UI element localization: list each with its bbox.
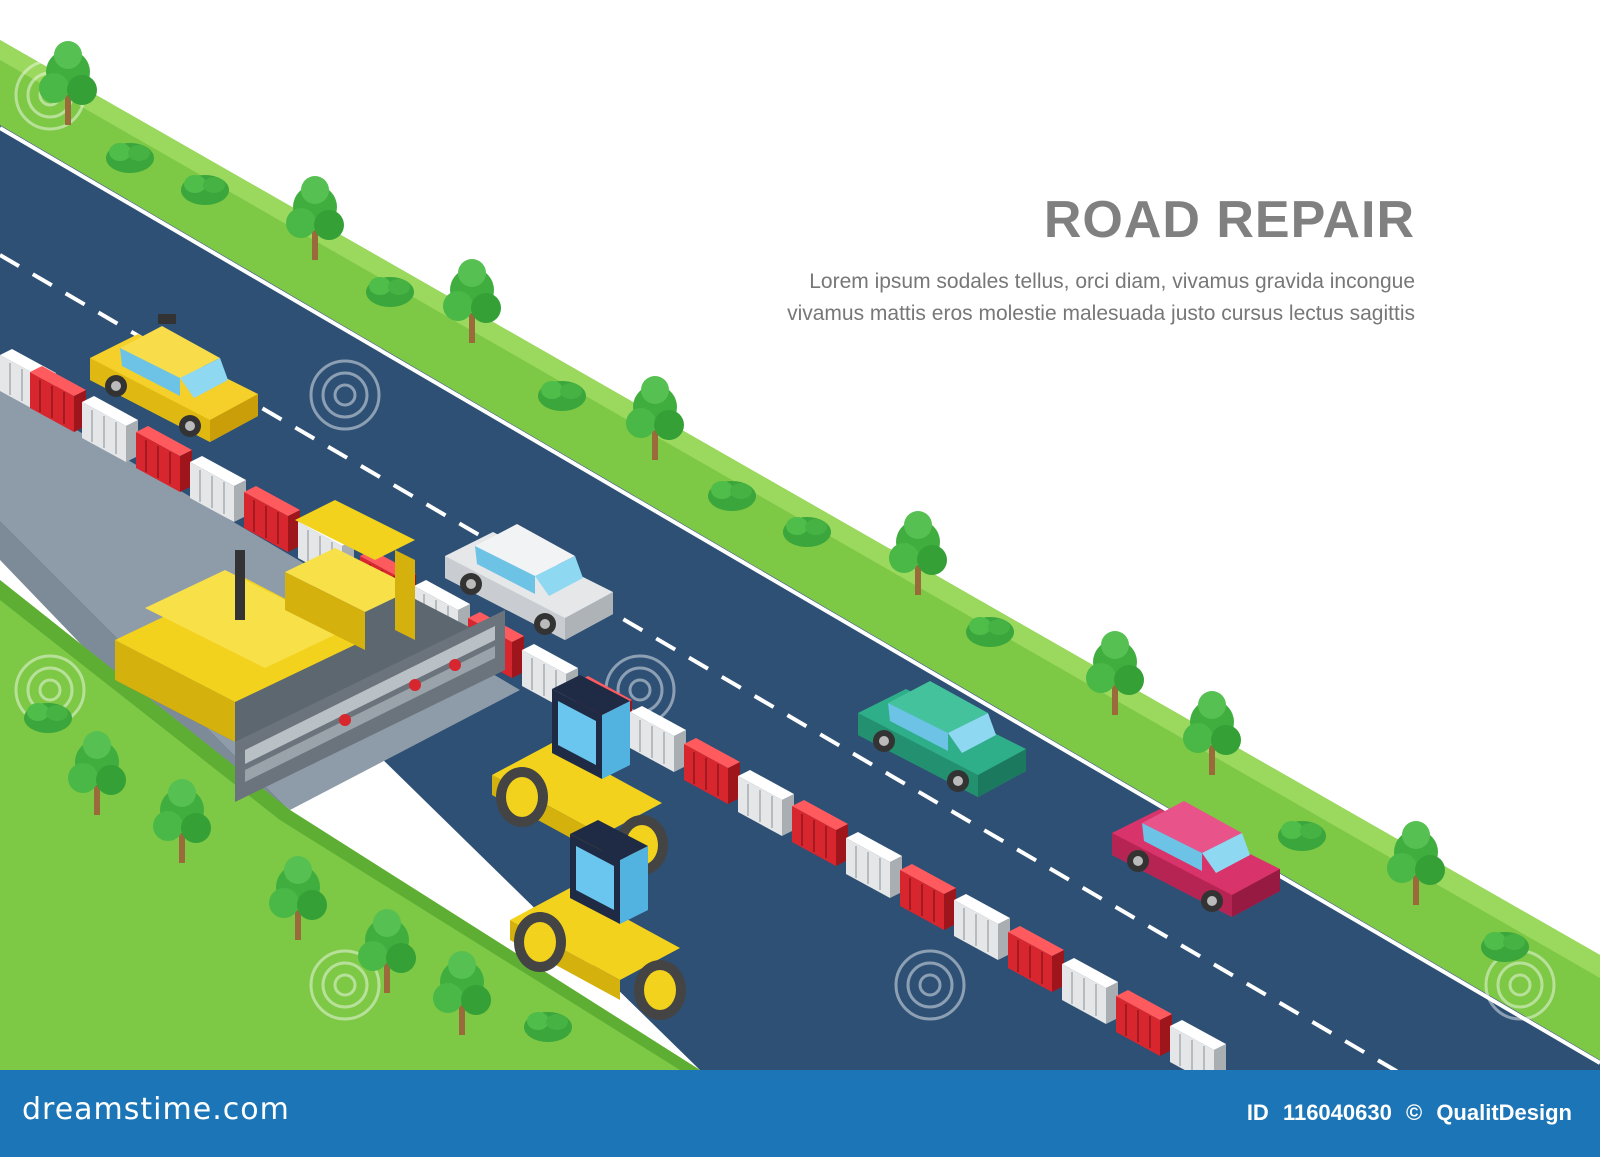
copyright-symbol: © — [1405, 1100, 1423, 1125]
headline: ROAD REPAIR — [1043, 191, 1415, 249]
road-repair-illustration — [0, 40, 1600, 1070]
taxi-icon — [90, 314, 258, 442]
author-name[interactable]: QualitDesign — [1436, 1100, 1572, 1125]
footer-bar: dreamstime.com ID 116040630 © QualitDesi… — [0, 1070, 1600, 1157]
id-value: 116040630 — [1282, 1100, 1392, 1125]
brand-logo[interactable]: dreamstime.com — [22, 1092, 290, 1127]
paver-icon — [115, 500, 505, 802]
body-text: Lorem ipsum sodales tellus, orci diam, v… — [787, 270, 1415, 325]
image-credit: ID 116040630 © QualitDesign — [1239, 1100, 1572, 1126]
grass-lower — [0, 580, 700, 1070]
id-label: ID — [1246, 1100, 1269, 1125]
